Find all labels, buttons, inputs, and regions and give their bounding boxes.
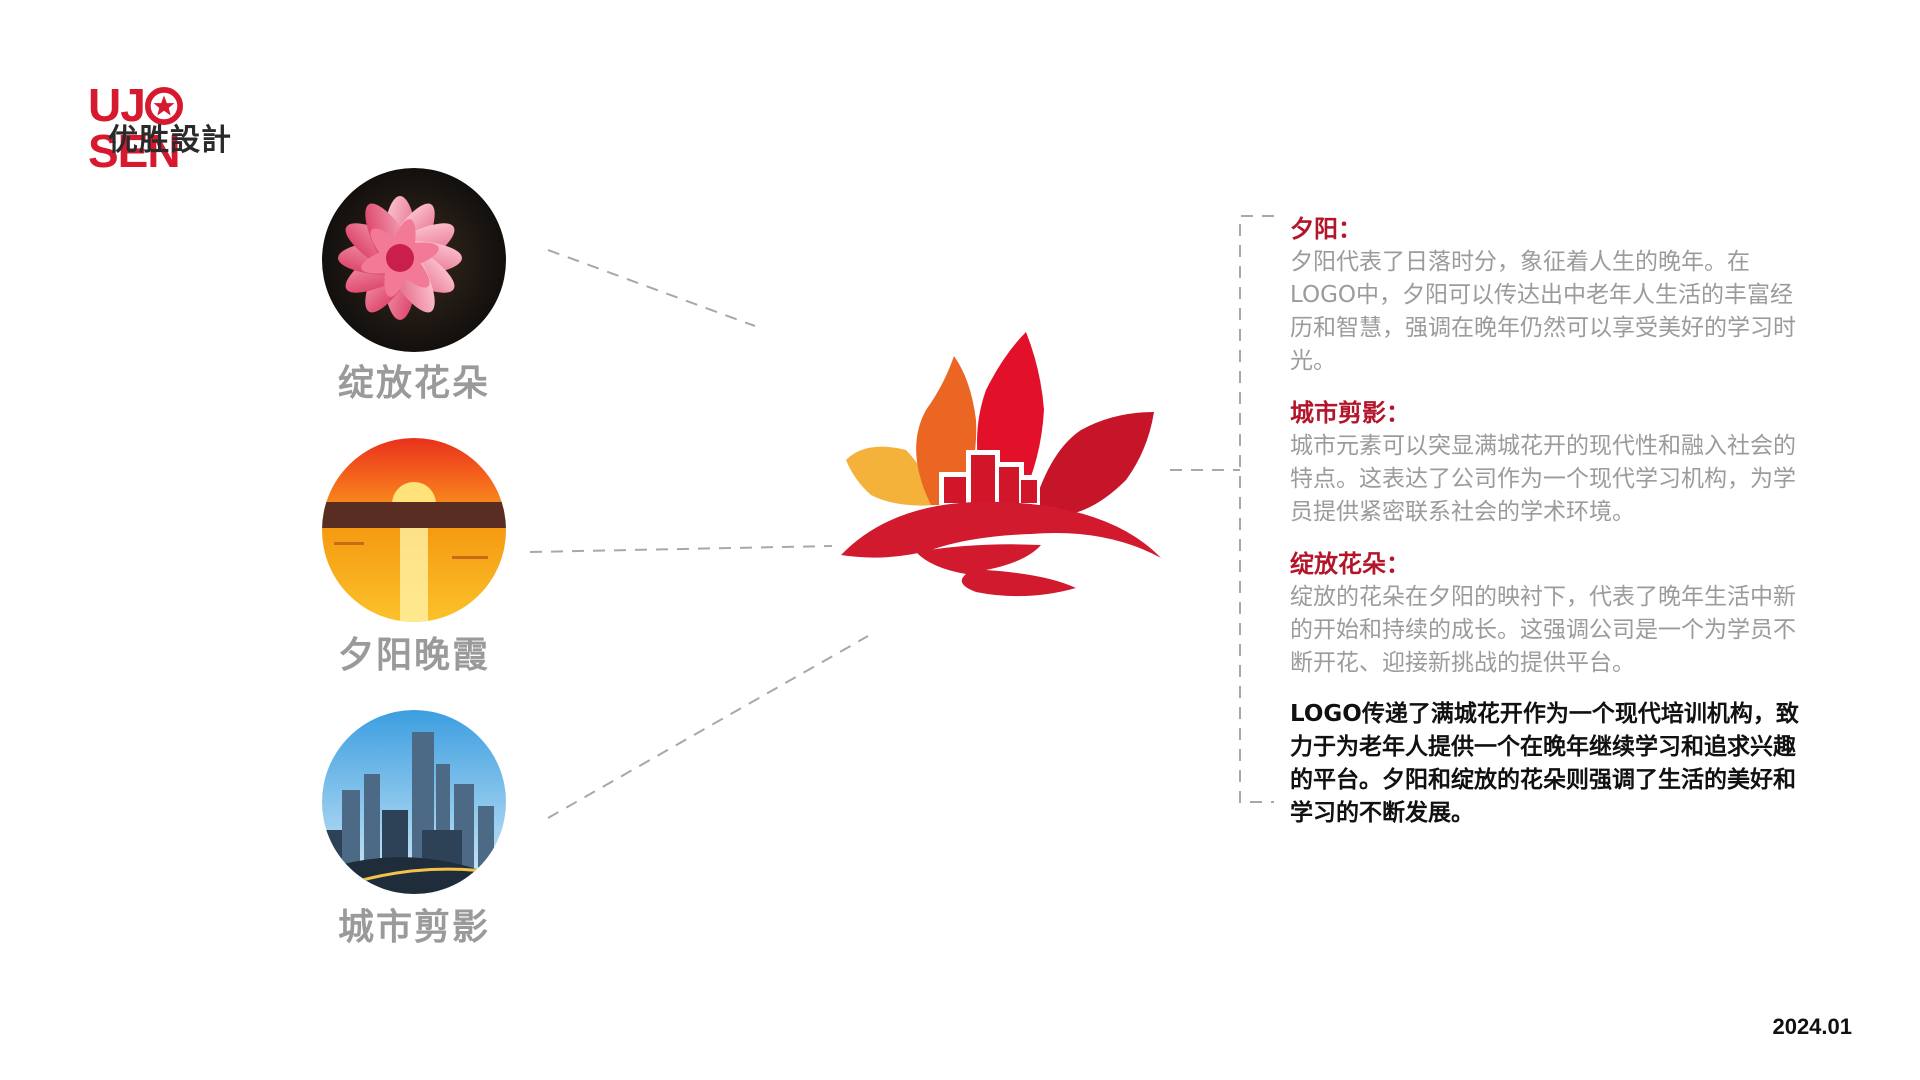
desc-title-city: 城市剪影： <box>1290 399 1410 427</box>
element-label-city: 城市剪影 <box>337 907 490 948</box>
sunset-photo-icon <box>322 438 506 622</box>
flower-city-sunset-logo-icon <box>841 332 1161 597</box>
brand-logo: UJSEN 优胜設計 <box>88 82 258 174</box>
desc-city: 城市剪影： 城市元素可以突显满城花开的现代性和融入社会的特点。这表达了公司作为一… <box>1290 396 1810 529</box>
dashed-bracket <box>1239 215 1274 803</box>
connector-city <box>547 635 869 819</box>
connector-flower <box>547 249 756 327</box>
connector-sunset <box>529 545 833 553</box>
element-label-flower: 绽放花朵 <box>337 363 490 404</box>
flower-photo-icon <box>322 168 506 352</box>
desc-sunset: 夕阳： 夕阳代表了日落时分，象征着人生的晚年。在LOGO中，夕阳可以传达出中老年… <box>1290 212 1810 378</box>
summary-text: LOGO传递了满城花开作为一个现代培训机构，致力于为老年人提供一个在晚年继续学习… <box>1290 701 1799 826</box>
date-label: 2024.01 <box>1772 1014 1852 1039</box>
desc-flower: 绽放花朵： 绽放的花朵在夕阳的映衬下，代表了晚年生活中新的开始和持续的成长。这强… <box>1290 547 1810 680</box>
brand-name-en: UJSEN <box>88 82 258 174</box>
city-photo-icon <box>322 710 506 894</box>
description-column: 夕阳： 夕阳代表了日落时分，象征着人生的晚年。在LOGO中，夕阳可以传达出中老年… <box>1290 212 1810 830</box>
star-o-icon <box>144 87 183 125</box>
desc-title-flower: 绽放花朵： <box>1290 550 1410 578</box>
brand-name-cn: 优胜設計 <box>108 123 232 158</box>
desc-text-sunset: 夕阳代表了日落时分，象征着人生的晚年。在LOGO中，夕阳可以传达出中老年人生活的… <box>1290 249 1796 374</box>
element-label-sunset: 夕阳晚霞 <box>337 635 490 676</box>
desc-text-city: 城市元素可以突显满城花开的现代性和融入社会的特点。这表达了公司作为一个现代学习机… <box>1290 433 1796 525</box>
desc-title-sunset: 夕阳： <box>1290 215 1362 243</box>
desc-text-flower: 绽放的花朵在夕阳的映衬下，代表了晚年生活中新的开始和持续的成长。这强调公司是一个… <box>1290 584 1796 676</box>
